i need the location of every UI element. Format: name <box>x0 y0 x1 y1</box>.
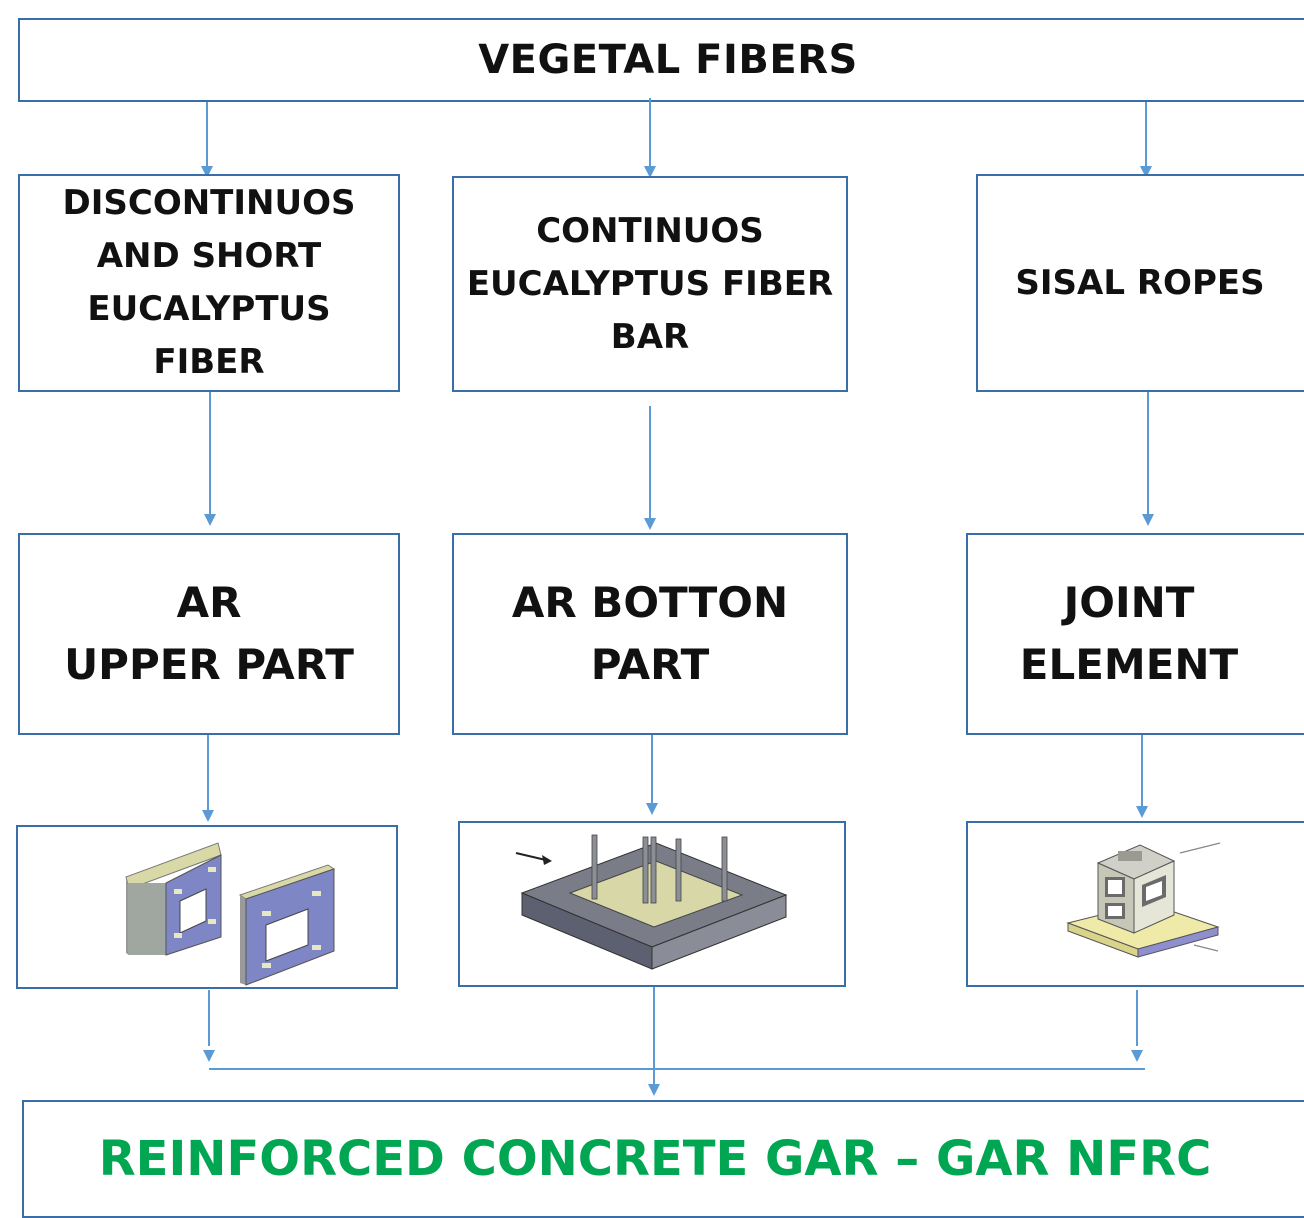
source-line: AND SHORT <box>96 236 322 276</box>
connector <box>208 990 210 1046</box>
connector <box>209 1068 1145 1070</box>
arrow-head <box>644 166 656 178</box>
arrow-head <box>1131 1050 1143 1062</box>
arrow-head <box>646 803 658 815</box>
result-label: REINFORCED CONCRETE GAR – GAR NFRC <box>98 1131 1212 1187</box>
vegetal-fibers-box: VEGETAL FIBERS <box>18 18 1304 102</box>
part-box-ar-upper: AR UPPER PART <box>18 533 400 735</box>
arrow-head <box>203 1050 215 1062</box>
arrow-head <box>204 514 216 526</box>
arrow-head <box>648 1084 660 1096</box>
ar-upper-part-render <box>125 842 336 986</box>
source-line: EUCALYPTUS FIBER <box>466 263 834 304</box>
arrow-head <box>202 810 214 822</box>
source-line: CONTINUOS <box>536 210 764 251</box>
connector <box>1147 392 1149 516</box>
part-line: PART <box>590 640 710 689</box>
source-line: FIBER <box>153 342 265 382</box>
source-box-sisal-ropes: SISAL ROPES <box>976 174 1304 392</box>
arrow-head <box>1142 514 1154 526</box>
connector <box>207 735 209 811</box>
connector <box>649 406 651 520</box>
source-box-continuous-fiber-bar: CONTINUOS EUCALYPTUS FIBER BAR <box>452 176 848 392</box>
image-box-ar-upper <box>16 825 398 989</box>
connector <box>649 98 651 170</box>
connector <box>1145 102 1147 168</box>
connector <box>209 392 211 516</box>
source-line: DISCONTINUOS <box>62 183 356 223</box>
source-line: EUCALYPTUS <box>87 289 331 329</box>
arrow-head <box>1136 806 1148 818</box>
part-line: JOINT <box>1063 578 1195 627</box>
source-box-discontinuous-fiber: DISCONTINUOS AND SHORT EUCALYPTUS FIBER <box>18 174 400 392</box>
connector <box>1141 735 1143 807</box>
connector <box>1136 990 1138 1046</box>
part-line: UPPER PART <box>64 640 354 689</box>
source-line: BAR <box>610 316 690 357</box>
image-box-joint-element <box>966 821 1304 987</box>
part-line: AR BOTTON <box>511 578 789 627</box>
joint-element-render <box>1066 842 1221 958</box>
part-line: ELEMENT <box>1019 640 1239 689</box>
vegetal-fibers-label: VEGETAL FIBERS <box>478 37 858 83</box>
arrow-head <box>644 518 656 530</box>
ar-bottom-part-render <box>515 834 788 970</box>
connector <box>651 735 653 805</box>
connector <box>653 987 655 1086</box>
result-box: REINFORCED CONCRETE GAR – GAR NFRC <box>22 1100 1304 1218</box>
image-box-ar-bottom <box>458 821 846 987</box>
part-line: AR <box>176 578 242 627</box>
part-box-joint-element: JOINT ELEMENT <box>966 533 1304 735</box>
source-line: SISAL ROPES <box>1015 262 1265 303</box>
connector <box>206 102 208 168</box>
part-box-ar-bottom: AR BOTTON PART <box>452 533 848 735</box>
